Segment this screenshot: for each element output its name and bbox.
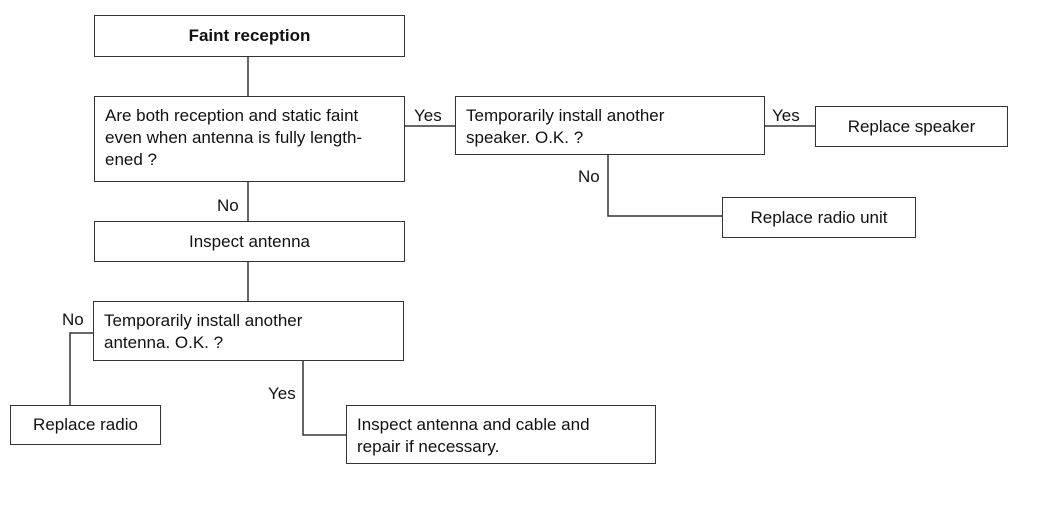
decision-install-antenna-line-1: Temporarily install another: [104, 311, 303, 330]
decision-antenna-lengthened-line-2: even when antenna is fully length-: [105, 128, 363, 147]
edge-label-q1-yes: Yes: [414, 106, 442, 125]
action-replace-speaker-text: Replace speaker: [847, 116, 976, 136]
edge-label-q3-no: No: [62, 310, 84, 329]
decision-antenna-lengthened-line-3: ened ?: [105, 150, 157, 169]
connector-q3-no: [69, 332, 93, 405]
decision-install-speaker: Temporarily install another speaker. O.K…: [455, 96, 765, 155]
decision-antenna-lengthened: Are both reception and static faint even…: [94, 96, 405, 182]
action-replace-speaker: Replace speaker: [815, 106, 1008, 147]
action-replace-radio-unit: Replace radio unit: [722, 197, 916, 238]
edge-label-q3-yes: Yes: [268, 384, 296, 403]
decision-install-speaker-line-1: Temporarily install another: [466, 106, 665, 125]
action-replace-radio: Replace radio: [10, 405, 161, 445]
decision-antenna-lengthened-line-1: Are both reception and static faint: [105, 106, 359, 125]
connector-q3-yes: [302, 361, 346, 436]
edge-label-q1-no: No: [217, 196, 239, 215]
action-replace-radio-unit-text: Replace radio unit: [750, 207, 888, 227]
decision-install-antenna: Temporarily install another antenna. O.K…: [93, 301, 404, 361]
edge-label-q2-no: No: [578, 167, 600, 186]
action-inspect-antenna-text: Inspect antenna: [189, 231, 310, 251]
decision-install-speaker-line-2: speaker. O.K. ?: [466, 128, 584, 147]
action-inspect-antenna: Inspect antenna: [94, 221, 405, 262]
edge-label-q2-yes: Yes: [772, 106, 800, 125]
action-inspect-cable: Inspect antenna and cable and repair if …: [346, 405, 656, 464]
action-replace-radio-text: Replace radio: [33, 415, 138, 434]
start-node-text: Faint reception: [188, 26, 311, 45]
action-inspect-cable-line-1: Inspect antenna and cable and: [357, 415, 590, 434]
action-inspect-cable-line-2: repair if necessary.: [357, 437, 500, 456]
decision-install-antenna-line-2: antenna. O.K. ?: [104, 333, 224, 352]
start-node: Faint reception: [94, 15, 405, 57]
connector-q2-no: [607, 155, 722, 217]
